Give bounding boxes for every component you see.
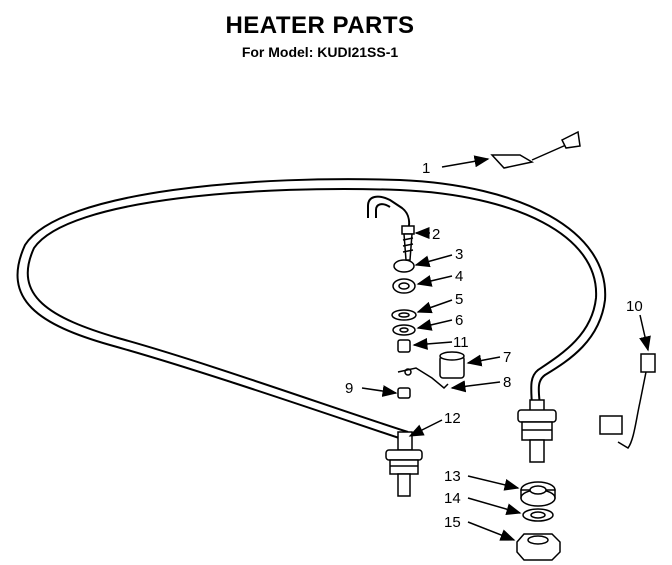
screw [401,225,415,261]
page-title: HEATER PARTS [225,12,415,39]
callout-arrows [361,155,651,541]
callout-3: 3 [455,246,463,263]
right-terminal [517,399,557,463]
callout-11: 11 [453,334,469,351]
washer-stack [391,259,417,399]
lower-gasket-stack [516,481,561,561]
clip-part [397,367,449,390]
callout-4: 4 [455,268,463,285]
callout-10: 10 [626,298,643,315]
callout-5: 5 [455,291,463,308]
callout-9: 9 [345,380,353,397]
callout-14: 14 [444,490,461,507]
left-terminal [385,431,423,497]
model-subtitle: For Model: KUDI21SS-1 [241,44,399,60]
heating-element [16,178,607,441]
callout-1: 1 [422,160,430,177]
callout-6: 6 [455,312,463,329]
callout-15: 15 [444,514,461,531]
bracket-hook [367,195,411,233]
wire-lead [490,130,581,169]
wire-connector [599,353,656,449]
callout-13: 13 [444,468,461,485]
callout-2: 2 [432,226,440,243]
callout-12: 12 [444,410,461,427]
callout-8: 8 [503,374,511,391]
cap-part [439,351,465,379]
callout-7: 7 [503,349,511,366]
callout-labels: 1 2 3 4 5 6 11 7 8 9 12 10 13 14 15 [345,160,643,531]
